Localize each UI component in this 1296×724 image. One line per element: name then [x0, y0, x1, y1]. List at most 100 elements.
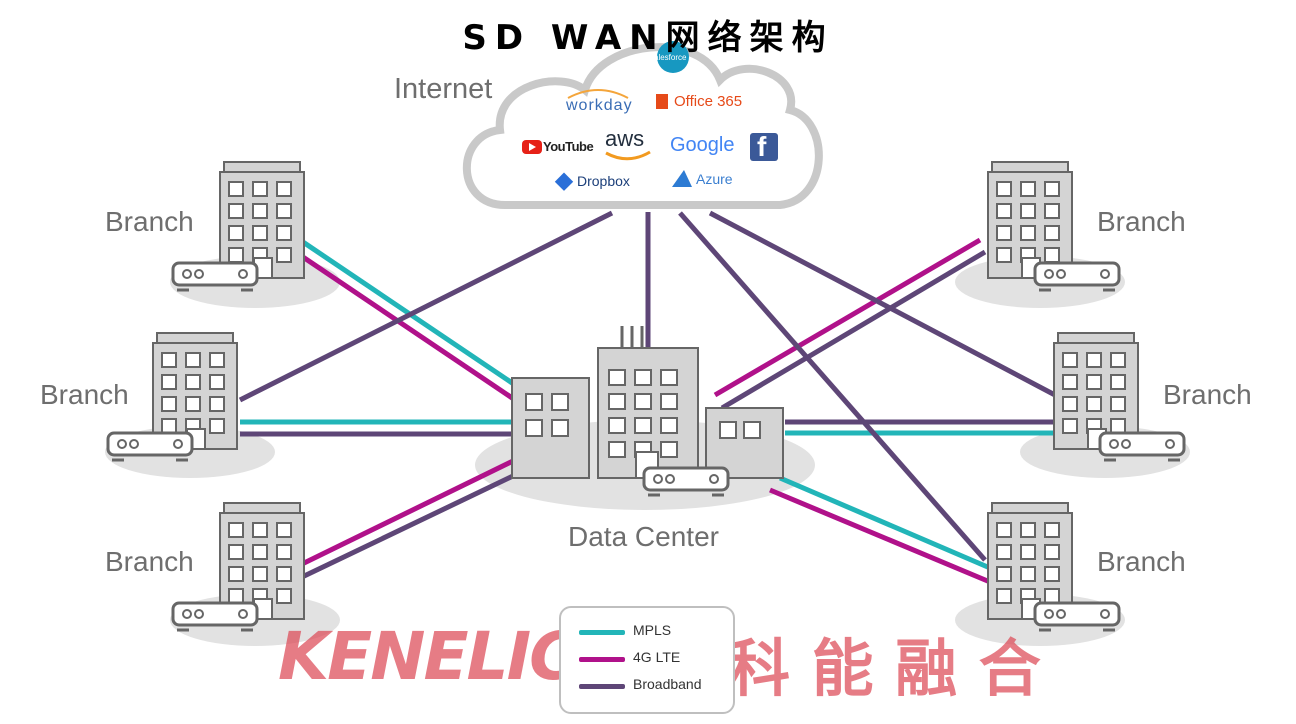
router-led-icon	[1109, 439, 1119, 449]
legend-label-mpls: MPLS	[633, 622, 672, 638]
branch-label-bot-left: Branch	[105, 546, 194, 577]
legend-label-4g-lte: 4G LTE	[633, 649, 681, 665]
building-window	[228, 544, 244, 560]
building-window	[228, 247, 244, 263]
building-window	[228, 203, 244, 219]
buildings	[106, 161, 1186, 632]
building-window	[1086, 374, 1102, 390]
building-window	[743, 421, 761, 439]
building-window	[660, 369, 678, 386]
internet-cloud	[462, 43, 823, 209]
building-window	[1044, 588, 1060, 604]
building-window	[608, 393, 626, 410]
building-window	[1110, 418, 1126, 434]
building-window	[996, 225, 1012, 241]
building-window	[276, 544, 292, 560]
workday-text: workday	[566, 97, 633, 114]
link-broadband	[678, 211, 987, 562]
building-window	[996, 203, 1012, 219]
salesforce-text: salesforce	[650, 53, 687, 62]
building-window	[1020, 566, 1036, 582]
router-body	[1033, 261, 1121, 287]
building-window	[1020, 181, 1036, 197]
building-window	[634, 417, 652, 434]
google-text: Google	[670, 134, 735, 156]
building-window	[525, 393, 543, 411]
router-led-icon	[1056, 609, 1066, 619]
building-window	[1044, 522, 1060, 538]
branch-label-top-left: Branch	[105, 206, 194, 237]
building-window	[1062, 418, 1078, 434]
building-window	[1044, 247, 1060, 263]
building-window	[1086, 352, 1102, 368]
link-lte	[298, 252, 532, 413]
data-center-router	[642, 466, 730, 497]
branch-router-top-left	[171, 261, 259, 292]
office365-icon	[656, 94, 668, 109]
building-window	[996, 247, 1012, 263]
legend-label-broadband: Broadband	[633, 676, 702, 692]
router-led-icon	[665, 474, 675, 484]
data-center-building	[511, 326, 784, 479]
building-window	[185, 396, 201, 412]
router-led-icon	[238, 609, 248, 619]
building-window	[996, 566, 1012, 582]
branch-label-mid-left: Branch	[40, 379, 129, 410]
building-roof	[223, 161, 301, 173]
router-led-icon	[1100, 609, 1110, 619]
youtube-text: YouTube	[543, 139, 594, 154]
router-led-icon	[1044, 269, 1054, 279]
building-window	[1062, 352, 1078, 368]
router-led-icon	[117, 439, 127, 449]
building-window	[996, 181, 1012, 197]
azure-icon	[672, 170, 692, 187]
building-window	[996, 522, 1012, 538]
legend-swatch-mpls	[579, 630, 625, 635]
branch-router-bot-left	[171, 601, 259, 632]
legend-swatch-broadband	[579, 684, 625, 689]
building-window	[608, 441, 626, 458]
building-window	[209, 418, 225, 434]
building-window	[252, 522, 268, 538]
building-window	[161, 374, 177, 390]
link-mpls	[298, 237, 532, 398]
building-window	[1020, 203, 1036, 219]
building-window	[1044, 181, 1060, 197]
youtube-play-icon	[529, 143, 536, 151]
aws-text: aws	[605, 126, 645, 151]
building-window	[252, 181, 268, 197]
page-title: SD WAN网络架构	[462, 18, 834, 58]
building-window	[1044, 544, 1060, 560]
branch-router-mid-left	[106, 431, 194, 462]
building-window	[634, 369, 652, 386]
link-broadband	[708, 210, 1057, 398]
connection-links	[238, 210, 1057, 585]
building-window	[1020, 544, 1036, 560]
building-window	[161, 418, 177, 434]
building-window	[1020, 225, 1036, 241]
building-window	[1062, 396, 1078, 412]
building-window	[1044, 225, 1060, 241]
legend-swatch-4g-lte	[579, 657, 625, 662]
building-roof	[991, 161, 1069, 173]
building-window	[634, 393, 652, 410]
router-led-icon	[1100, 269, 1110, 279]
building-window	[209, 352, 225, 368]
router-body	[171, 261, 259, 287]
azure-text: Azure	[696, 171, 733, 187]
branch-router-top-right	[1033, 261, 1121, 292]
router-body	[106, 431, 194, 457]
building-window	[660, 441, 678, 458]
data-center-label: Data Center	[568, 521, 719, 552]
building-window	[228, 522, 244, 538]
facebook-icon	[750, 133, 778, 161]
router-led-icon	[238, 269, 248, 279]
building-window	[608, 417, 626, 434]
building-window	[252, 225, 268, 241]
building-window	[660, 417, 678, 434]
building-window	[1086, 396, 1102, 412]
salesforce-icon	[657, 41, 689, 73]
building-window	[276, 247, 292, 263]
building-window	[276, 203, 292, 219]
